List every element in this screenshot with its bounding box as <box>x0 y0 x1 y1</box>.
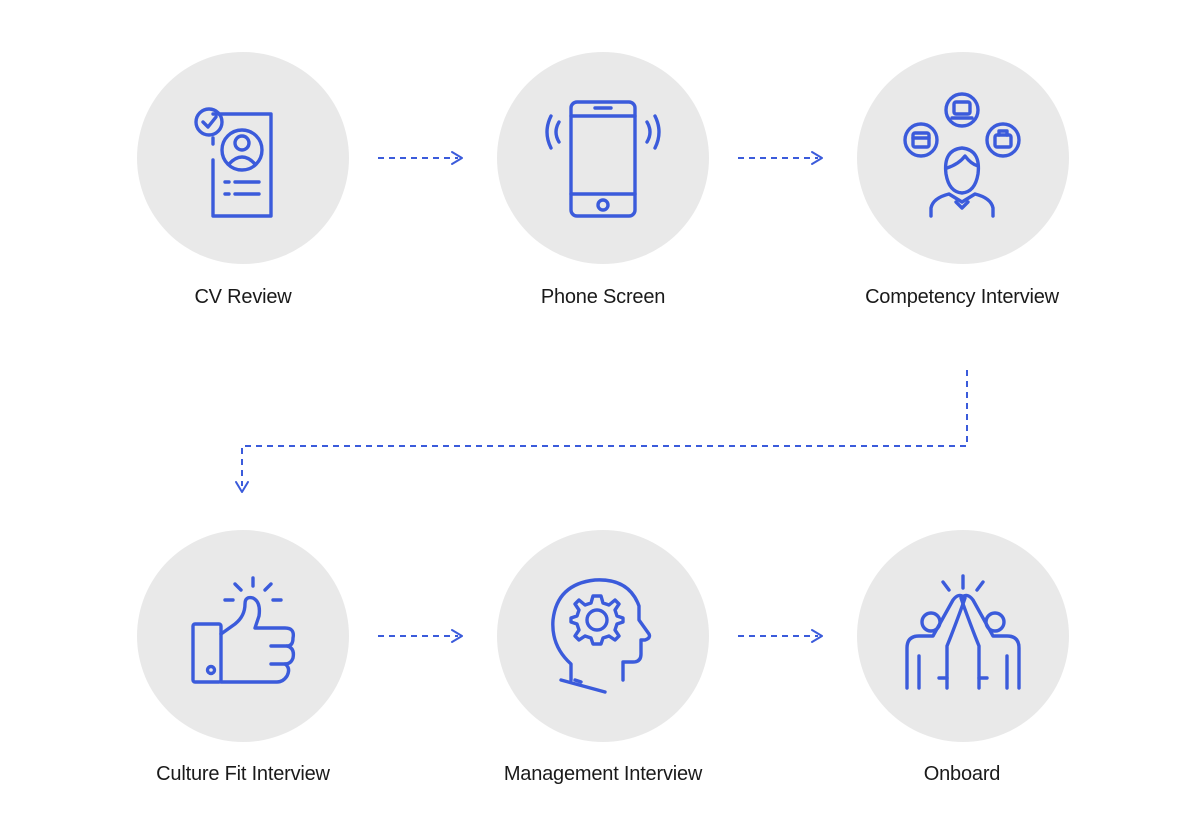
arrowhead <box>451 629 463 643</box>
cv-document-icon <box>194 107 273 218</box>
person-skills-icon <box>903 92 1021 218</box>
step-label-cv-review: CV Review <box>194 286 292 308</box>
step-circle-culture-fit-interview <box>137 530 349 742</box>
arrowhead <box>235 481 249 493</box>
arrowhead <box>451 151 463 165</box>
step-label-management-interview: Management Interview <box>503 763 703 785</box>
arrowhead <box>811 151 823 165</box>
step-circle-management-interview <box>497 530 709 742</box>
step-label-onboard: Onboard <box>923 763 1001 785</box>
step-circle-phone-screen <box>497 52 709 264</box>
arrowhead <box>811 629 823 643</box>
high-five-icon <box>905 574 1021 690</box>
step-label-culture-fit-interview: Culture Fit Interview <box>156 763 330 785</box>
step-circle-onboard <box>857 530 1069 742</box>
step-circle-cv-review <box>137 52 349 264</box>
smartphone-vibrate-icon <box>545 100 661 218</box>
step-label-phone-screen: Phone Screen <box>540 286 666 308</box>
arrow-competency-to-culture <box>241 370 968 486</box>
thumbs-up-icon <box>191 576 296 684</box>
step-label-competency-interview: Competency Interview <box>865 286 1059 308</box>
step-circle-competency-interview <box>857 52 1069 264</box>
head-gear-icon <box>551 578 652 694</box>
